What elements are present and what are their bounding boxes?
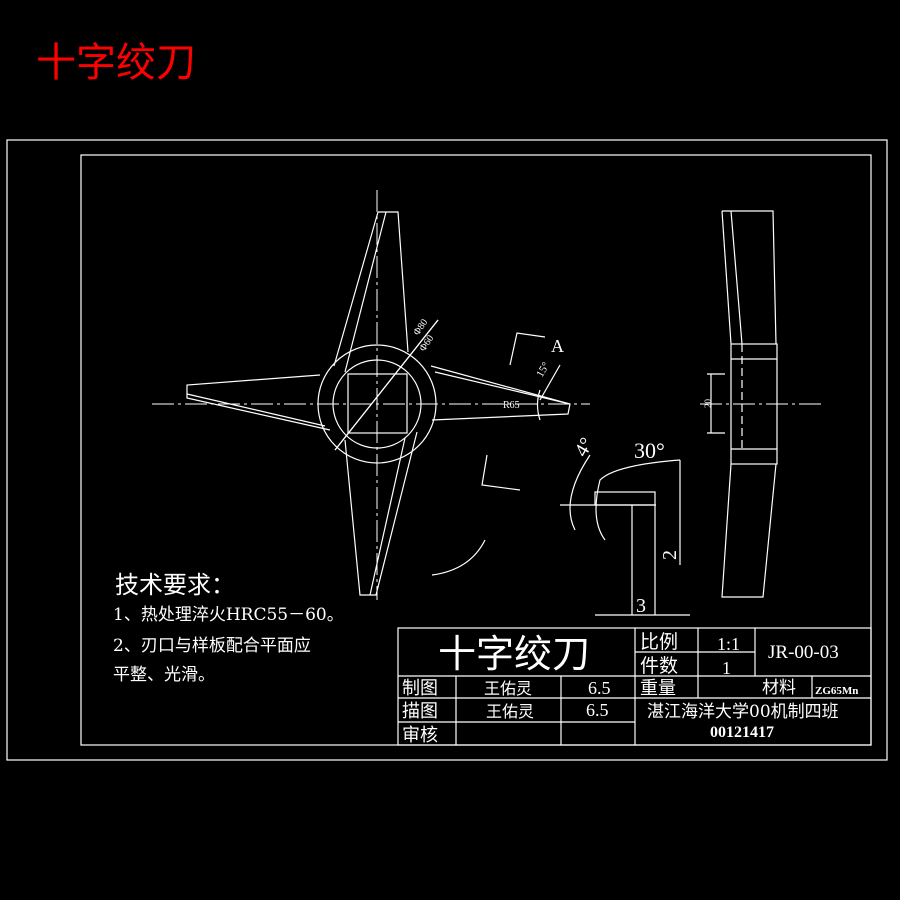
drawn-date: 6.5 — [588, 678, 611, 698]
front-view: Φ80 Φ60 R65 15° A — [152, 190, 590, 600]
material-value: ZG65Mn — [815, 685, 858, 697]
width-label: 3 — [636, 595, 646, 617]
section-label: A — [551, 336, 564, 356]
thickness-label: 2 — [659, 550, 681, 560]
requirement-2: 2、刃口与样板配合平面应 — [113, 636, 311, 656]
hub-height-label: 20 — [703, 399, 713, 409]
student-id: 00121417 — [710, 724, 774, 741]
requirement-3: 平整、光滑。 — [113, 665, 215, 685]
drawn-by: 王佑灵 — [484, 679, 532, 698]
drawn-label: 制图 — [402, 678, 438, 699]
quantity-label: 件数 — [640, 655, 678, 677]
review-label: 审核 — [402, 725, 438, 746]
edge-angle-label: 15° — [534, 360, 552, 379]
drawing-number: JR-00-03 — [768, 642, 839, 663]
traced-label: 描图 — [402, 701, 438, 722]
school-label: 湛江海洋大学00机制四班 — [647, 702, 839, 722]
traced-date: 6.5 — [586, 700, 609, 720]
outer-frame — [6, 139, 888, 761]
angle-30-label: 30° — [634, 438, 665, 463]
requirements-heading: 技术要求： — [115, 571, 235, 599]
radius-label: R65 — [503, 400, 520, 411]
part-name: 十字绞刀 — [438, 632, 590, 676]
scale-label: 比例 — [640, 631, 678, 653]
requirement-1: 1、热处理淬火HRC55－60。 — [113, 605, 344, 625]
weight-label: 重量 — [640, 678, 676, 699]
section-detail: 4° 30° 2 3 — [560, 434, 690, 617]
traced-by: 王佑灵 — [486, 702, 534, 721]
title-block: 十字绞刀 比例 1:1 件数 1 JR-00-03 制图 王佑灵 6.5 描图 … — [397, 627, 872, 746]
technical-requirements: 技术要求： 1、热处理淬火HRC55－60。 2、刃口与样板配合平面应 平整、光… — [113, 571, 344, 685]
quantity-value: 1 — [722, 658, 731, 678]
scale-value: 1:1 — [717, 634, 740, 654]
drawing-title: 十字绞刀 — [36, 40, 196, 86]
angle-4-label: 4° — [570, 434, 598, 461]
material-label: 材料 — [762, 678, 796, 698]
side-view: 20 — [700, 210, 822, 598]
